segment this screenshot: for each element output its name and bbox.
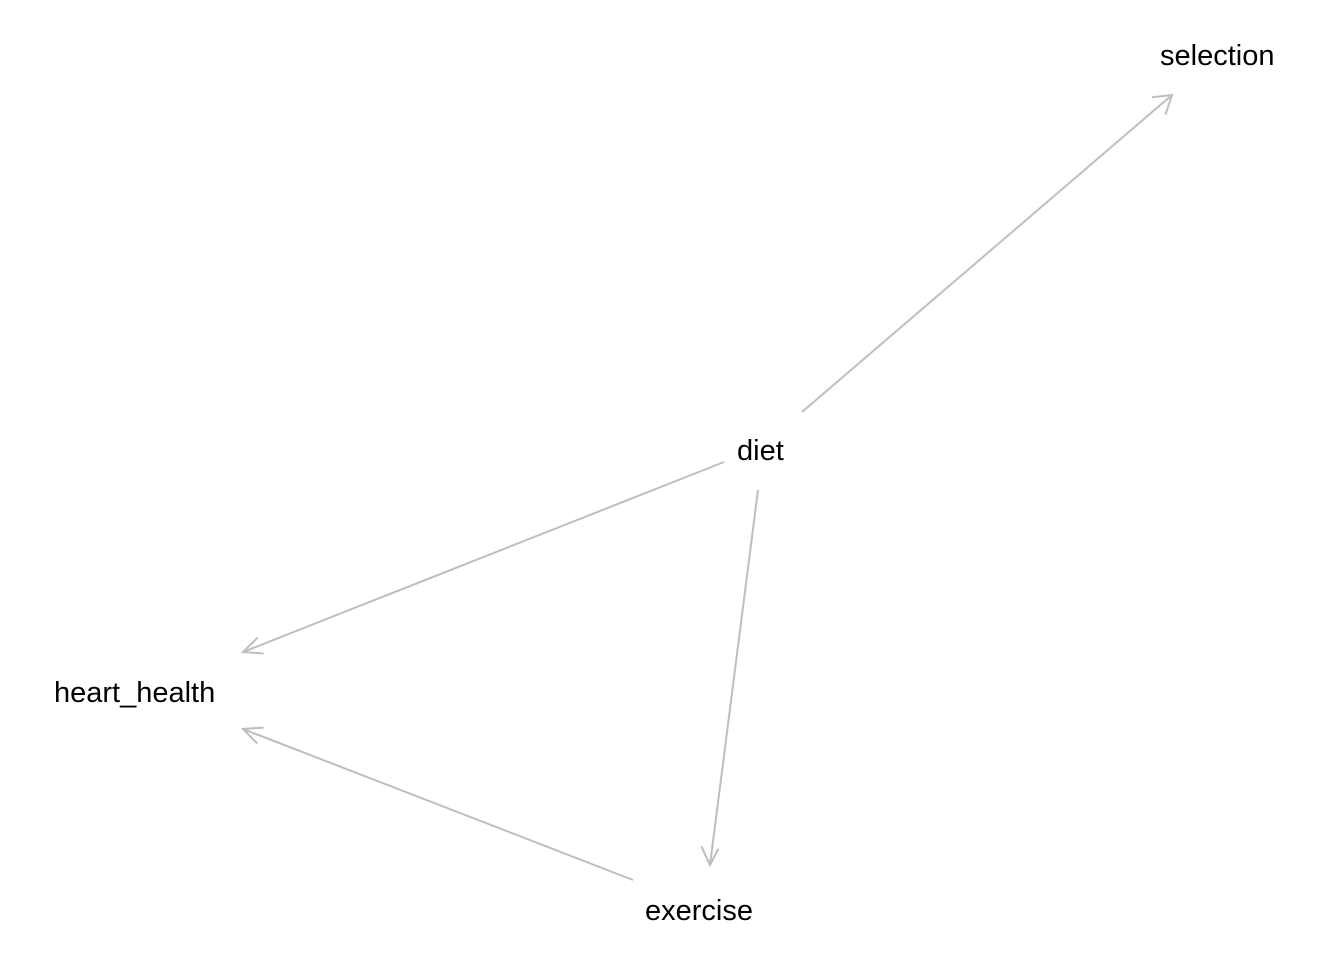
edge-diet-to-selection (801, 93, 1174, 413)
nodes: selection diet heart_health exercise (54, 40, 1274, 927)
node-diet: diet (737, 435, 784, 467)
edge-diet-to-heart-health (240, 461, 725, 655)
node-selection: selection (1160, 40, 1274, 72)
edges (240, 93, 1174, 881)
edge-exercise-to-heart-health (240, 726, 634, 881)
node-heart-health: heart_health (54, 677, 215, 709)
edge-diet-to-exercise (700, 489, 759, 868)
node-exercise: exercise (645, 895, 753, 927)
